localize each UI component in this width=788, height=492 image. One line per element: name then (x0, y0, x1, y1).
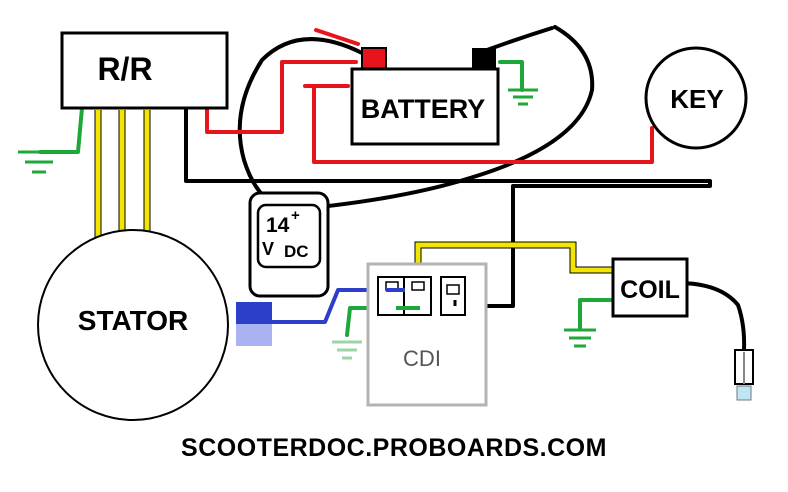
regulator-rectifier-label: R/R (97, 51, 152, 87)
cdi-label: CDI (403, 346, 441, 371)
cdi-power-connector (440, 276, 466, 316)
ground-symbol (332, 340, 362, 360)
ground-symbol (564, 328, 596, 348)
ignition-coil-label: COIL (620, 276, 680, 304)
multimeter-display (256, 203, 322, 269)
footer-url: SCOOTERDOC.PROBOARDS.COM (181, 434, 607, 462)
battery-negative-terminal (472, 48, 496, 69)
ignition-coil-box (611, 257, 689, 318)
meter-dc: DC (284, 242, 309, 261)
ground-symbol (18, 150, 60, 174)
meter-v: V (262, 239, 274, 259)
stator-ac-wire-outline (94, 110, 151, 252)
battery-box (350, 67, 500, 146)
battery-positive-terminal (361, 47, 387, 70)
stator-label: STATOR (78, 305, 188, 336)
key-switch (644, 46, 748, 150)
cdi-coil-wire (415, 242, 612, 292)
regulator-rectifier-box (60, 31, 229, 110)
meter-plus: + (291, 207, 300, 224)
spark-plug-tip (736, 385, 752, 401)
key-label: KEY (670, 84, 723, 114)
ground-symbol (508, 88, 538, 106)
red-wires (205, 28, 654, 164)
meter-reading: 14 (266, 214, 290, 237)
stator (37, 229, 229, 421)
cdi-pin (411, 281, 425, 291)
pickup-coil-shadow (236, 324, 272, 346)
pickup-coil (236, 302, 272, 324)
battery-label: BATTERY (361, 94, 486, 124)
stator-ac-wires (95, 110, 150, 252)
cdi-pin (446, 284, 460, 295)
